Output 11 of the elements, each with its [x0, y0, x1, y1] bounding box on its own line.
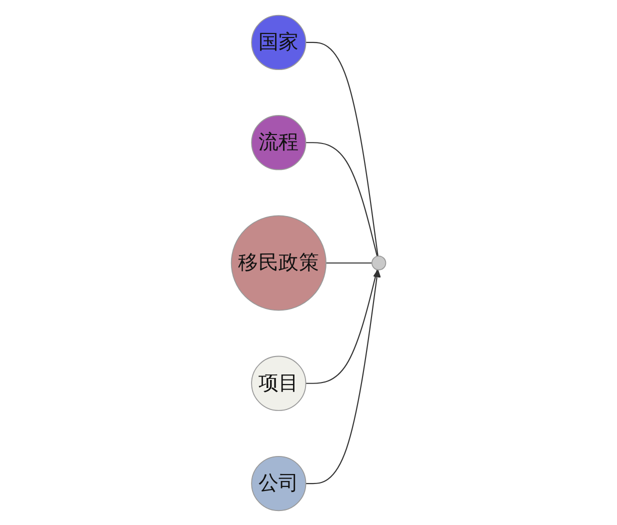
connector — [306, 269, 378, 384]
connector — [306, 41, 378, 256]
node-circle: 项目 — [251, 355, 306, 410]
node-circle — [371, 255, 386, 270]
arrow — [306, 268, 381, 484]
connector — [326, 262, 372, 264]
node-circle: 移民政策 — [230, 214, 326, 310]
connector — [306, 142, 378, 256]
node-circle: 国家 — [251, 14, 306, 70]
node-circle: 公司 — [251, 455, 306, 511]
node-circle: 流程 — [251, 114, 306, 170]
